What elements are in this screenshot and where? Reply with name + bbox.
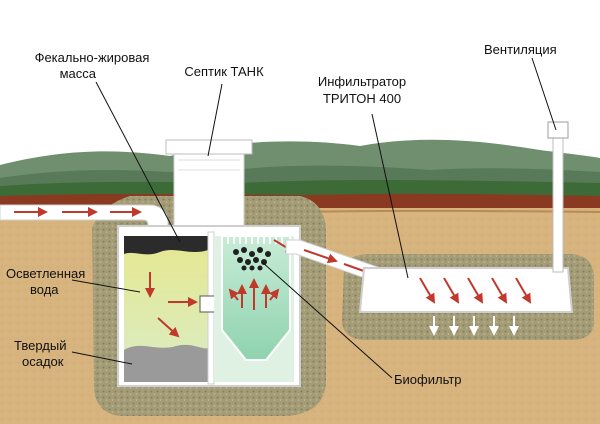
label-fat-mass-2: масса (60, 66, 97, 81)
scum-layer (124, 236, 208, 255)
biofilter-hopper (221, 235, 291, 361)
label-infiltrator: Инфильтратор (318, 74, 406, 89)
label-septic-tank: Септик ТАНК (184, 64, 264, 79)
label-ventilation: Вентиляция (484, 42, 557, 57)
ventilation-cap (547, 121, 569, 139)
infiltrator (358, 267, 574, 313)
seepage-arrows (429, 316, 519, 336)
label-solid-sediment: Твердый (14, 338, 66, 353)
label-clarified-water-2: вода (30, 282, 59, 297)
label-infiltrator-model: ТРИТОН 400 (323, 91, 401, 106)
label-biofilter: Биофильтр (394, 372, 462, 387)
label-fat-mass: Фекально-жировая (35, 50, 150, 65)
label-clarified-water: Осветленная (6, 266, 85, 281)
biofilter-media (233, 247, 271, 271)
tank-lid (165, 139, 253, 155)
tank-neck (173, 149, 245, 231)
ventilation-pipe (552, 133, 564, 273)
infiltrator-arrows (419, 277, 532, 304)
solid-sediment (124, 344, 208, 382)
leader-lines (71, 57, 557, 379)
label-solid-sediment-2: осадок (22, 354, 64, 369)
flow-arrow (303, 249, 338, 264)
